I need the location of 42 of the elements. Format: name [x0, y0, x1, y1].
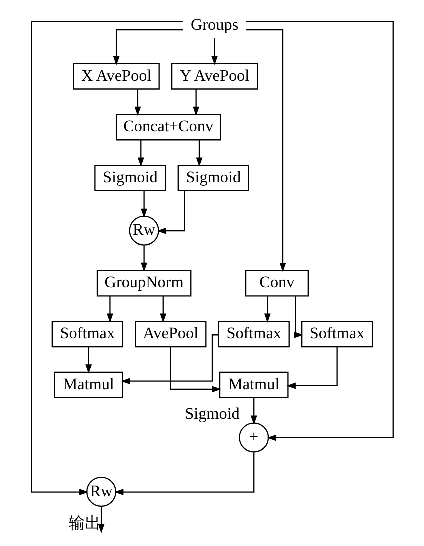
node-box: Matmul	[218, 372, 288, 398]
node-box: Softmax	[51, 321, 123, 348]
arrow	[246, 21, 394, 442]
node-box: Softmax	[301, 321, 373, 348]
arrow	[134, 89, 141, 116]
arrow	[112, 29, 183, 66]
node-label: Sigmoid	[184, 406, 240, 423]
arrow	[156, 191, 185, 234]
arrow	[246, 29, 286, 272]
arrow	[211, 38, 218, 66]
node-box: Matmul	[54, 372, 123, 398]
arrow	[30, 21, 183, 496]
arrow	[294, 296, 304, 338]
arrow	[192, 89, 200, 116]
node-box: Y AvePool	[170, 63, 258, 90]
node-box: Concat+Conv	[116, 114, 221, 141]
node-box: Sigmoid	[94, 164, 166, 192]
node-box: Sigmoid	[177, 164, 249, 192]
node-box: Conv	[244, 270, 308, 297]
arrow	[98, 506, 104, 534]
arrow	[120, 334, 218, 385]
arrow	[250, 398, 257, 425]
node-box: AvePool	[134, 321, 206, 348]
arrow	[170, 347, 222, 393]
edge-label: 输出	[68, 514, 100, 533]
arrow	[114, 452, 254, 496]
node-circle: Rw	[128, 216, 159, 246]
arrow	[264, 296, 270, 324]
arrow	[106, 296, 113, 324]
arrow	[160, 296, 166, 324]
node-text: Groups	[190, 16, 238, 34]
arrow	[85, 347, 92, 374]
node-box: Softmax	[218, 321, 290, 348]
arrow	[140, 191, 148, 218]
arrow	[286, 347, 338, 390]
arrow	[196, 140, 202, 167]
node-box: X AvePool	[72, 63, 160, 90]
node-circle: +	[238, 422, 269, 453]
arrow	[140, 246, 148, 272]
node-box: GroupNorm	[96, 270, 192, 297]
node-circle: Rw	[86, 477, 116, 508]
arrow	[137, 140, 144, 167]
